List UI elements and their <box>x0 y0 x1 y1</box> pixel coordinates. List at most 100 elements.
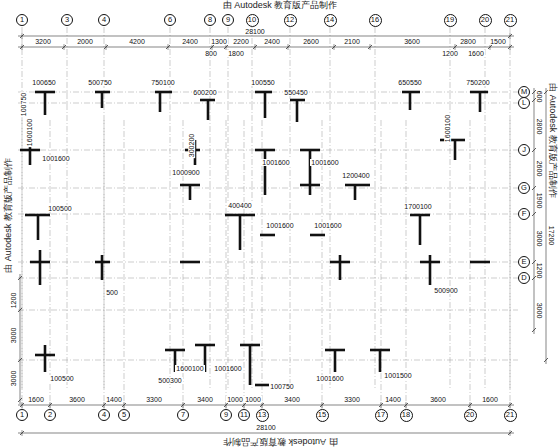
dimension-text: 3200 <box>34 38 52 45</box>
dimension-text: 1600 <box>27 396 45 403</box>
dimension-text: 1800 <box>227 50 245 57</box>
dimension-text: 2100 <box>343 38 361 45</box>
axis-line <box>18 360 518 361</box>
axis-number: 20 <box>466 411 474 419</box>
dimension-text: 4200 <box>128 38 146 45</box>
axis-line <box>18 278 518 279</box>
wall-segment <box>454 140 457 160</box>
dimension-text: 500300 <box>157 377 182 384</box>
wall-segment <box>300 184 320 187</box>
axis-number: 14 <box>326 16 334 24</box>
dimension-text: 1001600 <box>265 222 294 229</box>
axis-number: 6 <box>168 16 172 24</box>
dimension-text: 100500 <box>49 375 74 382</box>
wall-segment <box>429 255 432 285</box>
wall-segment <box>409 92 412 110</box>
axis-bubble: 17 <box>375 409 388 422</box>
dimension-text: 3300 <box>145 396 163 403</box>
dimension-text: 750100 <box>150 79 175 86</box>
dimension-text: 1001600 <box>261 159 290 166</box>
axis-number: J <box>522 146 526 154</box>
dimension-text: 300200 <box>188 132 195 157</box>
axis-line <box>406 120 407 409</box>
dimension-text: 1700100 <box>403 203 432 210</box>
wall-segment <box>470 261 490 264</box>
dimension-text: 1001600 <box>41 155 70 162</box>
axis-grid <box>18 27 518 409</box>
dimension-text: 1200 <box>536 261 543 279</box>
dimension-text: 1900 <box>536 191 543 209</box>
dimension-text: 2200 <box>232 38 250 45</box>
axis-number: E <box>521 258 526 266</box>
axis-bubble: 10 <box>246 14 259 27</box>
dimension-text: 2800 <box>536 117 543 135</box>
axis-line <box>18 188 518 189</box>
axis-line <box>104 120 105 409</box>
axis-bubble: 21 <box>504 409 517 422</box>
axis-number: 9 <box>224 411 228 419</box>
wall-segment <box>101 255 104 280</box>
axis-number: 16 <box>371 16 379 24</box>
dimension-text: 28100 <box>244 28 265 35</box>
wall-segment <box>207 100 210 120</box>
dimension-text: 1600100 <box>175 365 204 372</box>
wall-segment <box>39 250 42 285</box>
axis-bubble: 5 <box>118 409 130 421</box>
dimension-text: 1001500 <box>383 372 412 379</box>
axis-bubble: 9 <box>220 409 232 421</box>
axis-bubble: L <box>518 97 530 109</box>
axis-line <box>18 150 518 151</box>
wall-segment <box>479 92 482 112</box>
axis-number: 15 <box>318 411 326 419</box>
dimension-text: 28100 <box>255 424 276 431</box>
wall-segment <box>44 92 47 115</box>
axis-number: 21 <box>506 411 514 419</box>
axis-number: 20 <box>481 16 489 24</box>
axis-number: 13 <box>258 411 266 419</box>
dimension-text: 3600 <box>68 396 86 403</box>
dimension-text: 3000 <box>10 369 17 387</box>
dimension-text: 100550 <box>250 79 275 86</box>
dimension-text: 100750 <box>269 383 294 390</box>
dimension-text: 750200 <box>465 79 490 86</box>
dimension-text: 1600 <box>467 50 485 57</box>
axis-number: D <box>521 274 526 282</box>
watermark: 由 Autodesk 教育版产品制作 <box>548 82 557 199</box>
dimension-text: 1200400 <box>341 172 370 179</box>
dimension-text: 3400 <box>196 396 214 403</box>
wall-segment <box>310 234 325 237</box>
dimension-text: 1200 <box>10 291 17 309</box>
dimension-text: 1000900 <box>171 169 200 176</box>
dimension-text: 100500 <box>47 205 72 212</box>
axis-bubble: 16 <box>369 14 382 27</box>
dimension-text: 1000 <box>226 396 244 403</box>
axis-bubble: 14 <box>324 14 337 27</box>
watermark: 由 Autodesk 教育版产品制作 <box>4 157 13 274</box>
dimension-text: 650550 <box>397 79 422 86</box>
dimension-text: 2800 <box>459 38 477 45</box>
axis-number: 9 <box>226 16 230 24</box>
axis-bubble: 1 <box>16 14 28 26</box>
axis-bubble: E <box>518 256 530 268</box>
axis-line <box>228 27 229 390</box>
wall-segment <box>249 345 252 385</box>
axis-number: 1 <box>20 16 24 24</box>
wall-segment <box>159 92 162 112</box>
dimension-text: 1200 <box>441 50 459 57</box>
axis-number: 4 <box>102 411 106 419</box>
axis-number: 3 <box>65 16 69 24</box>
wall-segment <box>264 92 267 118</box>
dimension-text: 500 <box>105 289 119 296</box>
dimension-text: 1400 <box>105 396 123 403</box>
axis-number: 19 <box>446 16 454 24</box>
axis-number: 18 <box>402 411 410 419</box>
axis-line <box>50 120 51 409</box>
dimension-text: 3000 <box>536 229 543 247</box>
axis-bubble: J <box>518 144 530 156</box>
axis-number: 7 <box>181 411 185 419</box>
dimension-text: 800 <box>204 50 218 57</box>
axis-bubble: 7 <box>177 409 189 421</box>
axis-bubble: 3 <box>61 14 73 26</box>
axis-line <box>375 27 376 390</box>
